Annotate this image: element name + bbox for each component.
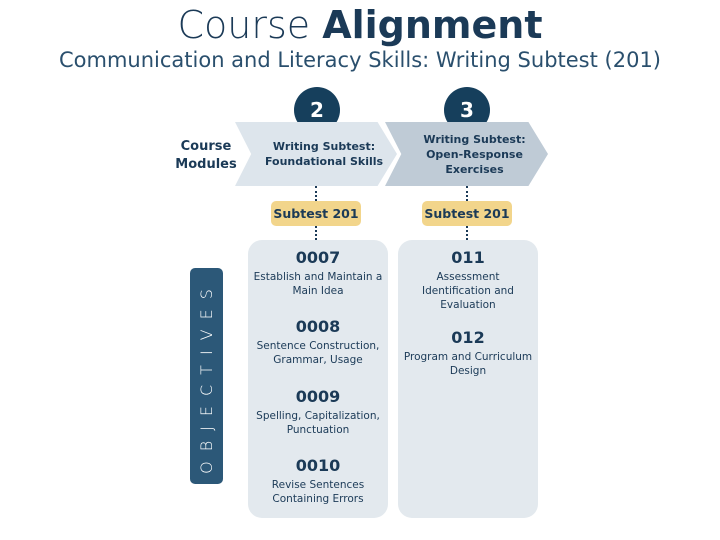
module-3-title-line1: Writing Subtest: (423, 132, 526, 146)
objective-code: 0007 (295, 248, 341, 267)
objective-item: 0009 Spelling, Capitalization, Punctuati… (248, 387, 388, 437)
objective-code: 0009 (295, 387, 341, 406)
objective-desc-line: Spelling, Capitalization, (256, 410, 380, 422)
objective-item: 0010 Revise Sentences Containing Errors (248, 456, 388, 506)
objective-desc: Program and Curriculum Design (398, 350, 538, 378)
objective-item: 011 Assessment Identification and Evalua… (398, 248, 538, 312)
module-3-connector-top (466, 186, 468, 201)
module-3-subtest-badge: Subtest 201 (422, 201, 512, 226)
objective-desc-line: Containing Errors (272, 493, 364, 505)
objective-desc-line: Program and Curriculum (403, 351, 533, 363)
title-light: Course (177, 3, 311, 47)
objective-desc: Establish and Maintain a Main Idea (248, 270, 388, 298)
objective-desc: Assessment Identification and Evaluation (398, 270, 538, 312)
objective-code: 0010 (295, 456, 341, 475)
module-2-chevron: Writing Subtest: Foundational Skills (235, 122, 397, 186)
page-subtitle: Communication and Literacy Skills: Writi… (58, 48, 662, 72)
module-2-title-line1: Writing Subtest: (272, 140, 376, 153)
module-2-connector-bottom (315, 226, 317, 240)
objective-item: 012 Program and Curriculum Design (398, 328, 538, 378)
objective-desc-line: Identification and (422, 285, 514, 297)
objective-desc-line: Design (449, 365, 487, 377)
objective-desc-line: Main Idea (292, 285, 344, 297)
module-3-chevron: Writing Subtest: Open-Response Exercises (385, 122, 548, 186)
objective-desc-line: Grammar, Usage (273, 354, 363, 366)
objective-code: 011 (451, 248, 485, 267)
objective-desc: Sentence Construction, Grammar, Usage (248, 339, 388, 367)
page-title: Course Alignment (0, 2, 720, 48)
objective-desc-line: Punctuation (286, 424, 350, 436)
objectives-side-label: OBJECTIVES (190, 268, 223, 484)
course-modules-label-line1: Course (180, 139, 232, 154)
title-bold: Alignment (322, 3, 543, 47)
module-2-subtest-badge: Subtest 201 (271, 201, 361, 226)
module-3-title-line2: Open-Response Exercises (426, 147, 523, 176)
course-modules-label-line2: Modules (175, 157, 237, 172)
module-2-objectives-panel: 0007 Establish and Maintain a Main Idea … (248, 240, 388, 518)
objectives-label-text: OBJECTIVES (197, 278, 216, 474)
objective-code: 0008 (295, 317, 341, 336)
objective-desc-line: Establish and Maintain a (253, 271, 383, 283)
objective-item: 0007 Establish and Maintain a Main Idea (248, 248, 388, 298)
objective-desc-line: Assessment (436, 271, 500, 283)
objective-desc-line: Evaluation (440, 299, 496, 311)
module-3-connector-bottom (466, 226, 468, 240)
objective-code: 012 (451, 328, 485, 347)
objective-desc-line: Revise Sentences (271, 479, 365, 491)
objective-desc-line: Sentence Construction, (256, 340, 380, 352)
module-2-connector-top (315, 186, 317, 201)
module-3-objectives-panel: 011 Assessment Identification and Evalua… (398, 240, 538, 518)
module-2-title-line2: Foundational Skills (264, 155, 384, 168)
objective-desc: Revise Sentences Containing Errors (248, 478, 388, 506)
objective-desc: Spelling, Capitalization, Punctuation (248, 409, 388, 437)
objective-item: 0008 Sentence Construction, Grammar, Usa… (248, 317, 388, 367)
course-modules-label: Course Modules (166, 138, 246, 174)
